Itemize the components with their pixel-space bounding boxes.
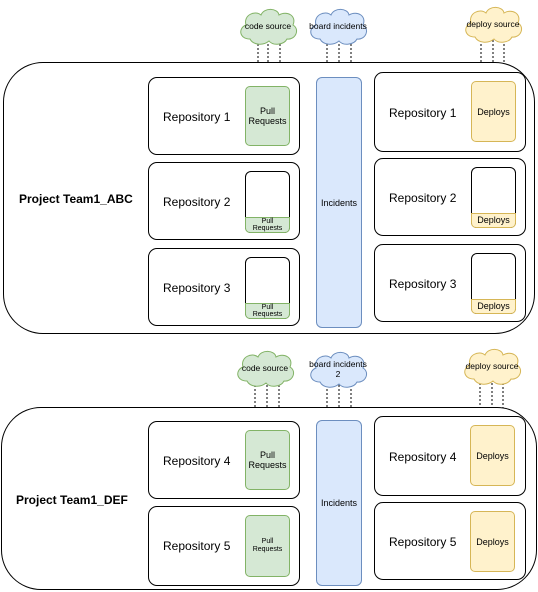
repo-1-pr-label: Repository 1 bbox=[163, 110, 231, 124]
repo-5-pr-label: Repository 5 bbox=[163, 539, 231, 553]
board-incidents-cloud: board incidents bbox=[306, 6, 370, 46]
repo-5-deploy-label: Repository 5 bbox=[389, 535, 457, 549]
repo-2-deploy-label: Repository 2 bbox=[389, 191, 457, 205]
project-team-def-label: Project Team1_DEF bbox=[16, 493, 128, 507]
pull-requests-tag: Pull Requests bbox=[245, 86, 290, 146]
repo-4-deploy-label: Repository 4 bbox=[389, 450, 457, 464]
repo-4-pr-label: Repository 4 bbox=[163, 454, 231, 468]
repo-1-deploy-label: Repository 1 bbox=[389, 106, 457, 120]
incidents-bar: Incidents bbox=[316, 420, 362, 586]
deploy-source-cloud: deploy source bbox=[461, 4, 525, 44]
pull-requests-tag: Pull Requests bbox=[245, 217, 290, 233]
repo-2-pr-label: Repository 2 bbox=[163, 195, 231, 209]
incidents-bar: Incidents bbox=[316, 77, 362, 328]
board-incidents-cloud: board incidents 2 bbox=[306, 349, 370, 389]
code-source-cloud: code source bbox=[236, 6, 300, 46]
deploys-tag: Deploys bbox=[470, 511, 515, 572]
pull-requests-tag: Pull Requests bbox=[245, 303, 290, 319]
deploys-tag: Deploys bbox=[471, 81, 516, 142]
pull-requests-tag: Pull Requests bbox=[245, 515, 290, 577]
project-team-abc-label: Project Team1_ABC bbox=[19, 192, 133, 206]
pull-requests-tag: Pull Requests bbox=[245, 430, 290, 490]
repo-3-pr-label: Repository 3 bbox=[163, 281, 231, 295]
code-source-cloud: code source bbox=[233, 348, 297, 388]
deploy-source-cloud: deploy source bbox=[460, 346, 524, 386]
deploys-tag: Deploys bbox=[470, 425, 515, 486]
repo-3-deploy-label: Repository 3 bbox=[389, 277, 457, 291]
deploys-tag: Deploys bbox=[471, 299, 516, 314]
deploys-tag: Deploys bbox=[471, 213, 516, 228]
